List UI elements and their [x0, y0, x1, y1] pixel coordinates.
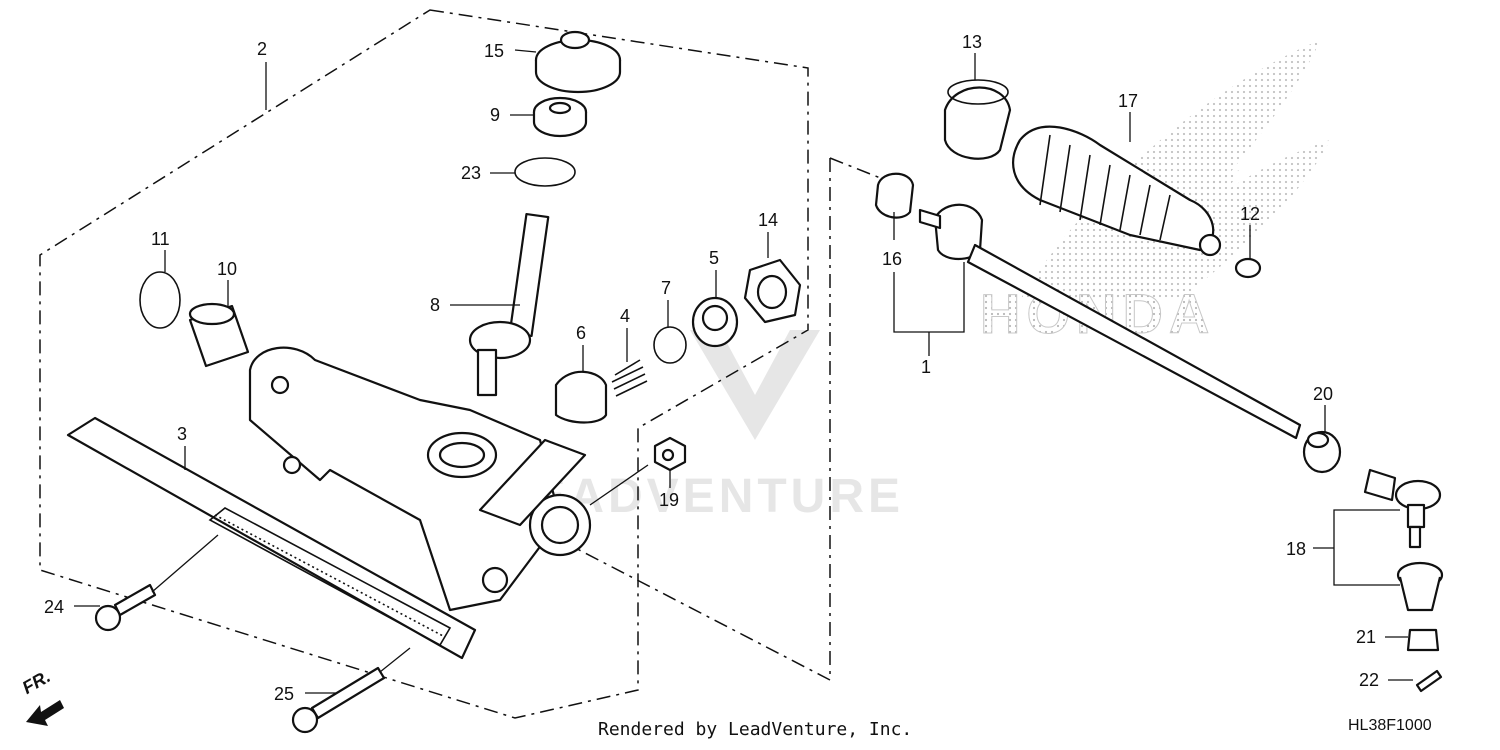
credit-text: Rendered by LeadVenture, Inc.	[598, 719, 913, 740]
callout-4[interactable]: 4	[620, 306, 630, 326]
callout-18[interactable]: 18	[1286, 539, 1306, 559]
callout-1[interactable]: 1	[921, 357, 931, 377]
diagram-code: HL38F1000	[1348, 717, 1432, 734]
callout-20[interactable]: 20	[1313, 384, 1333, 404]
part-21-castle-nut[interactable]	[1406, 628, 1440, 652]
callout-6[interactable]: 6	[576, 323, 586, 343]
part-17-rack-boot[interactable]	[1012, 125, 1222, 257]
callout-11[interactable]: 11	[151, 229, 170, 249]
part-24-flange-bolt[interactable]	[94, 583, 157, 632]
callout-10[interactable]: 10	[217, 259, 237, 279]
part-9-oil-seal[interactable]	[532, 96, 588, 138]
part-16-boot-band[interactable]	[874, 172, 915, 219]
callout-25[interactable]: 25	[274, 684, 294, 704]
callout-2[interactable]: 2	[257, 39, 267, 59]
part-15-dust-seal[interactable]	[534, 30, 622, 94]
callout-21[interactable]: 21	[1356, 627, 1376, 647]
part-19-nut[interactable]	[653, 436, 687, 472]
callout-12[interactable]: 12	[1240, 204, 1260, 224]
part-3-steering-rack[interactable]	[66, 416, 477, 660]
callout-5[interactable]: 5	[709, 248, 719, 268]
part-5-adjuster-screw[interactable]	[691, 296, 739, 348]
callout-19[interactable]: 19	[659, 490, 679, 510]
callout-8[interactable]: 8	[430, 295, 440, 315]
callout-22[interactable]: 22	[1359, 670, 1379, 690]
part-18-tie-rod-end[interactable]	[1363, 468, 1444, 612]
part-13-boot-band[interactable]	[943, 79, 1012, 160]
part-12-boot-clip[interactable]	[1234, 257, 1262, 279]
front-direction-arrow-icon	[26, 700, 64, 726]
callout-15[interactable]: 15	[484, 41, 504, 61]
part-4-spring[interactable]	[611, 359, 648, 397]
part-23-snap-ring[interactable]	[514, 157, 576, 187]
part-22-cotter-pin[interactable]	[1415, 669, 1443, 693]
callout-7[interactable]: 7	[661, 278, 671, 298]
callout-3[interactable]: 3	[177, 424, 187, 444]
part-11-circlip[interactable]	[139, 271, 181, 329]
part-7-o-ring[interactable]	[653, 326, 687, 364]
assembly-boundary-1	[559, 157, 899, 682]
part-10-bushing[interactable]	[188, 302, 250, 368]
callout-16[interactable]: 16	[882, 249, 902, 269]
leader-lines	[74, 49, 1413, 694]
callout-24[interactable]: 24	[44, 597, 64, 617]
part-20-locknut[interactable]	[1302, 430, 1342, 474]
callout-labels: 1 2 3 4 5 6 7 8 9 10 11 12 13 14 15 16 1…	[44, 32, 1379, 704]
callout-23[interactable]: 23	[461, 163, 481, 183]
part-6-rack-guide[interactable]	[554, 370, 608, 424]
steering-gear-housing[interactable]	[248, 346, 592, 612]
assembly-boundary-2	[39, 9, 809, 719]
callout-14[interactable]: 14	[758, 210, 778, 230]
part-25-flange-bolt[interactable]	[291, 666, 386, 734]
part-14-locknut[interactable]	[743, 258, 802, 324]
callout-9[interactable]: 9	[490, 105, 500, 125]
part-1-tie-rod[interactable]	[918, 203, 1302, 440]
callout-13[interactable]: 13	[962, 32, 982, 52]
callout-17[interactable]: 17	[1118, 91, 1138, 111]
